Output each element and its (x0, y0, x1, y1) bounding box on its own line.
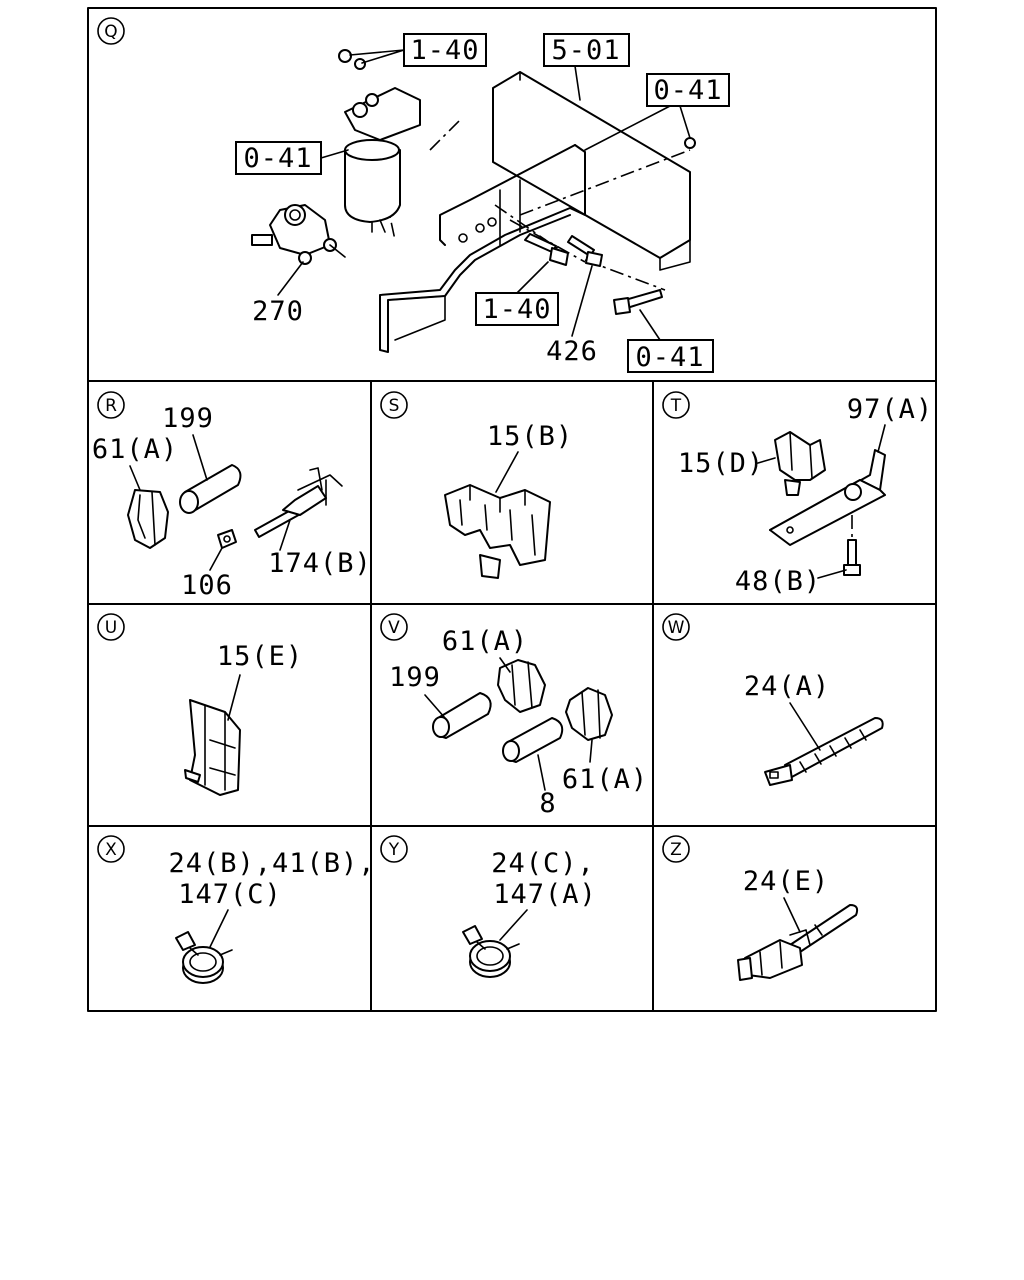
callout-w-24a: 24(A) (744, 671, 830, 702)
panel-q: Q (97, 17, 730, 373)
callout-v-199: 199 (389, 662, 441, 693)
callout-r-199: 199 (162, 403, 214, 434)
panel-id-r: R (105, 396, 117, 416)
leader-lines-q (277, 49, 691, 341)
sleeve-8-drawing-v (502, 717, 564, 763)
callout-q-0-41-bottom: 0-41 (635, 342, 704, 373)
clip-61a-drawing-r (127, 489, 169, 549)
panel-id-z: Z (670, 840, 682, 860)
callout-q-0-41-right: 0-41 (653, 75, 722, 106)
clip-15d-drawing-t (774, 431, 826, 496)
sleeve-199-drawing-v (432, 692, 492, 739)
callout-x-line2: 147(C) (178, 879, 282, 910)
panel-id-u: U (105, 618, 117, 638)
panel-id-w: W (668, 618, 685, 638)
callout-z-24e: 24(E) (743, 866, 829, 897)
panel-id-q: Q (104, 22, 117, 42)
clip-61a-lower-drawing-v (565, 687, 613, 741)
bolts-drawing (338, 49, 696, 315)
callout-y-line2: 147(A) (493, 879, 597, 910)
callout-v-8: 8 (539, 788, 556, 819)
panel-s: S 15(B) (380, 391, 573, 579)
panel-t: T 97(A) 15(D) 48(B) (662, 391, 933, 597)
bolt-48b-drawing-t (843, 515, 861, 576)
callout-t-97a: 97(A) (847, 394, 933, 425)
sleeve-199-drawing-r (179, 464, 242, 514)
hose-clamp-drawing-x (175, 931, 233, 984)
callout-v-61a-upper: 61(A) (442, 626, 528, 657)
bracket-drawing (379, 144, 586, 353)
diagram-frame (87, 7, 937, 1012)
callout-q-1-40-top: 1-40 (410, 35, 479, 66)
callout-y-line1: 24(C), (491, 848, 595, 879)
callout-u-15e: 15(E) (217, 641, 303, 672)
hose-clamp-drawing-y (462, 925, 520, 978)
callout-t-48b: 48(B) (735, 566, 821, 597)
clamp-15e-drawing-u (184, 699, 241, 796)
callout-q-0-41-left: 0-41 (243, 143, 312, 174)
panel-id-x: X (105, 840, 117, 860)
panel-v: V 61(A) 199 61(A) 8 (380, 613, 648, 819)
fitting-174b-drawing-r (217, 467, 343, 549)
callout-q-5-01: 5-01 (551, 35, 620, 66)
callout-q-270: 270 (252, 296, 304, 327)
cable-tie-24e-drawing-z (737, 904, 859, 981)
panel-u: U 15(E) (97, 613, 303, 796)
panel-z: Z 24(E) (662, 835, 859, 981)
callout-r-61a: 61(A) (92, 434, 178, 465)
frame-rail-drawing (492, 71, 691, 271)
callout-s-15b: 15(B) (487, 421, 573, 452)
panel-w: W 24(A) (662, 613, 884, 786)
callout-r-174b: 174(B) (268, 548, 372, 579)
panel-id-t: T (670, 396, 682, 416)
bracket-97a-drawing-t (769, 449, 886, 546)
callout-v-61a-lower: 61(A) (562, 764, 648, 795)
panel-id-v: V (388, 618, 400, 638)
fuel-filter-drawing (344, 87, 421, 233)
callout-q-426: 426 (546, 336, 598, 367)
panel-r: R 199 61(A) 106 174(B) (92, 391, 372, 601)
clamp-15b-drawing-s (444, 484, 551, 579)
panel-x: X 24(B),41(B), 147(C) (97, 835, 375, 984)
cable-tie-24a-drawing-w (764, 717, 884, 786)
panel-id-s: S (389, 396, 400, 416)
callout-r-106: 106 (181, 570, 233, 601)
panel-y: Y 24(C), 147(A) (380, 835, 597, 978)
callout-q-1-40-bottom: 1-40 (482, 294, 551, 325)
clip-61a-upper-drawing-v (497, 659, 546, 713)
priming-pump-drawing (251, 204, 346, 265)
panel-id-y: Y (388, 840, 400, 860)
callout-x-line1: 24(B),41(B), (168, 848, 375, 879)
callout-t-15d: 15(D) (678, 448, 764, 479)
